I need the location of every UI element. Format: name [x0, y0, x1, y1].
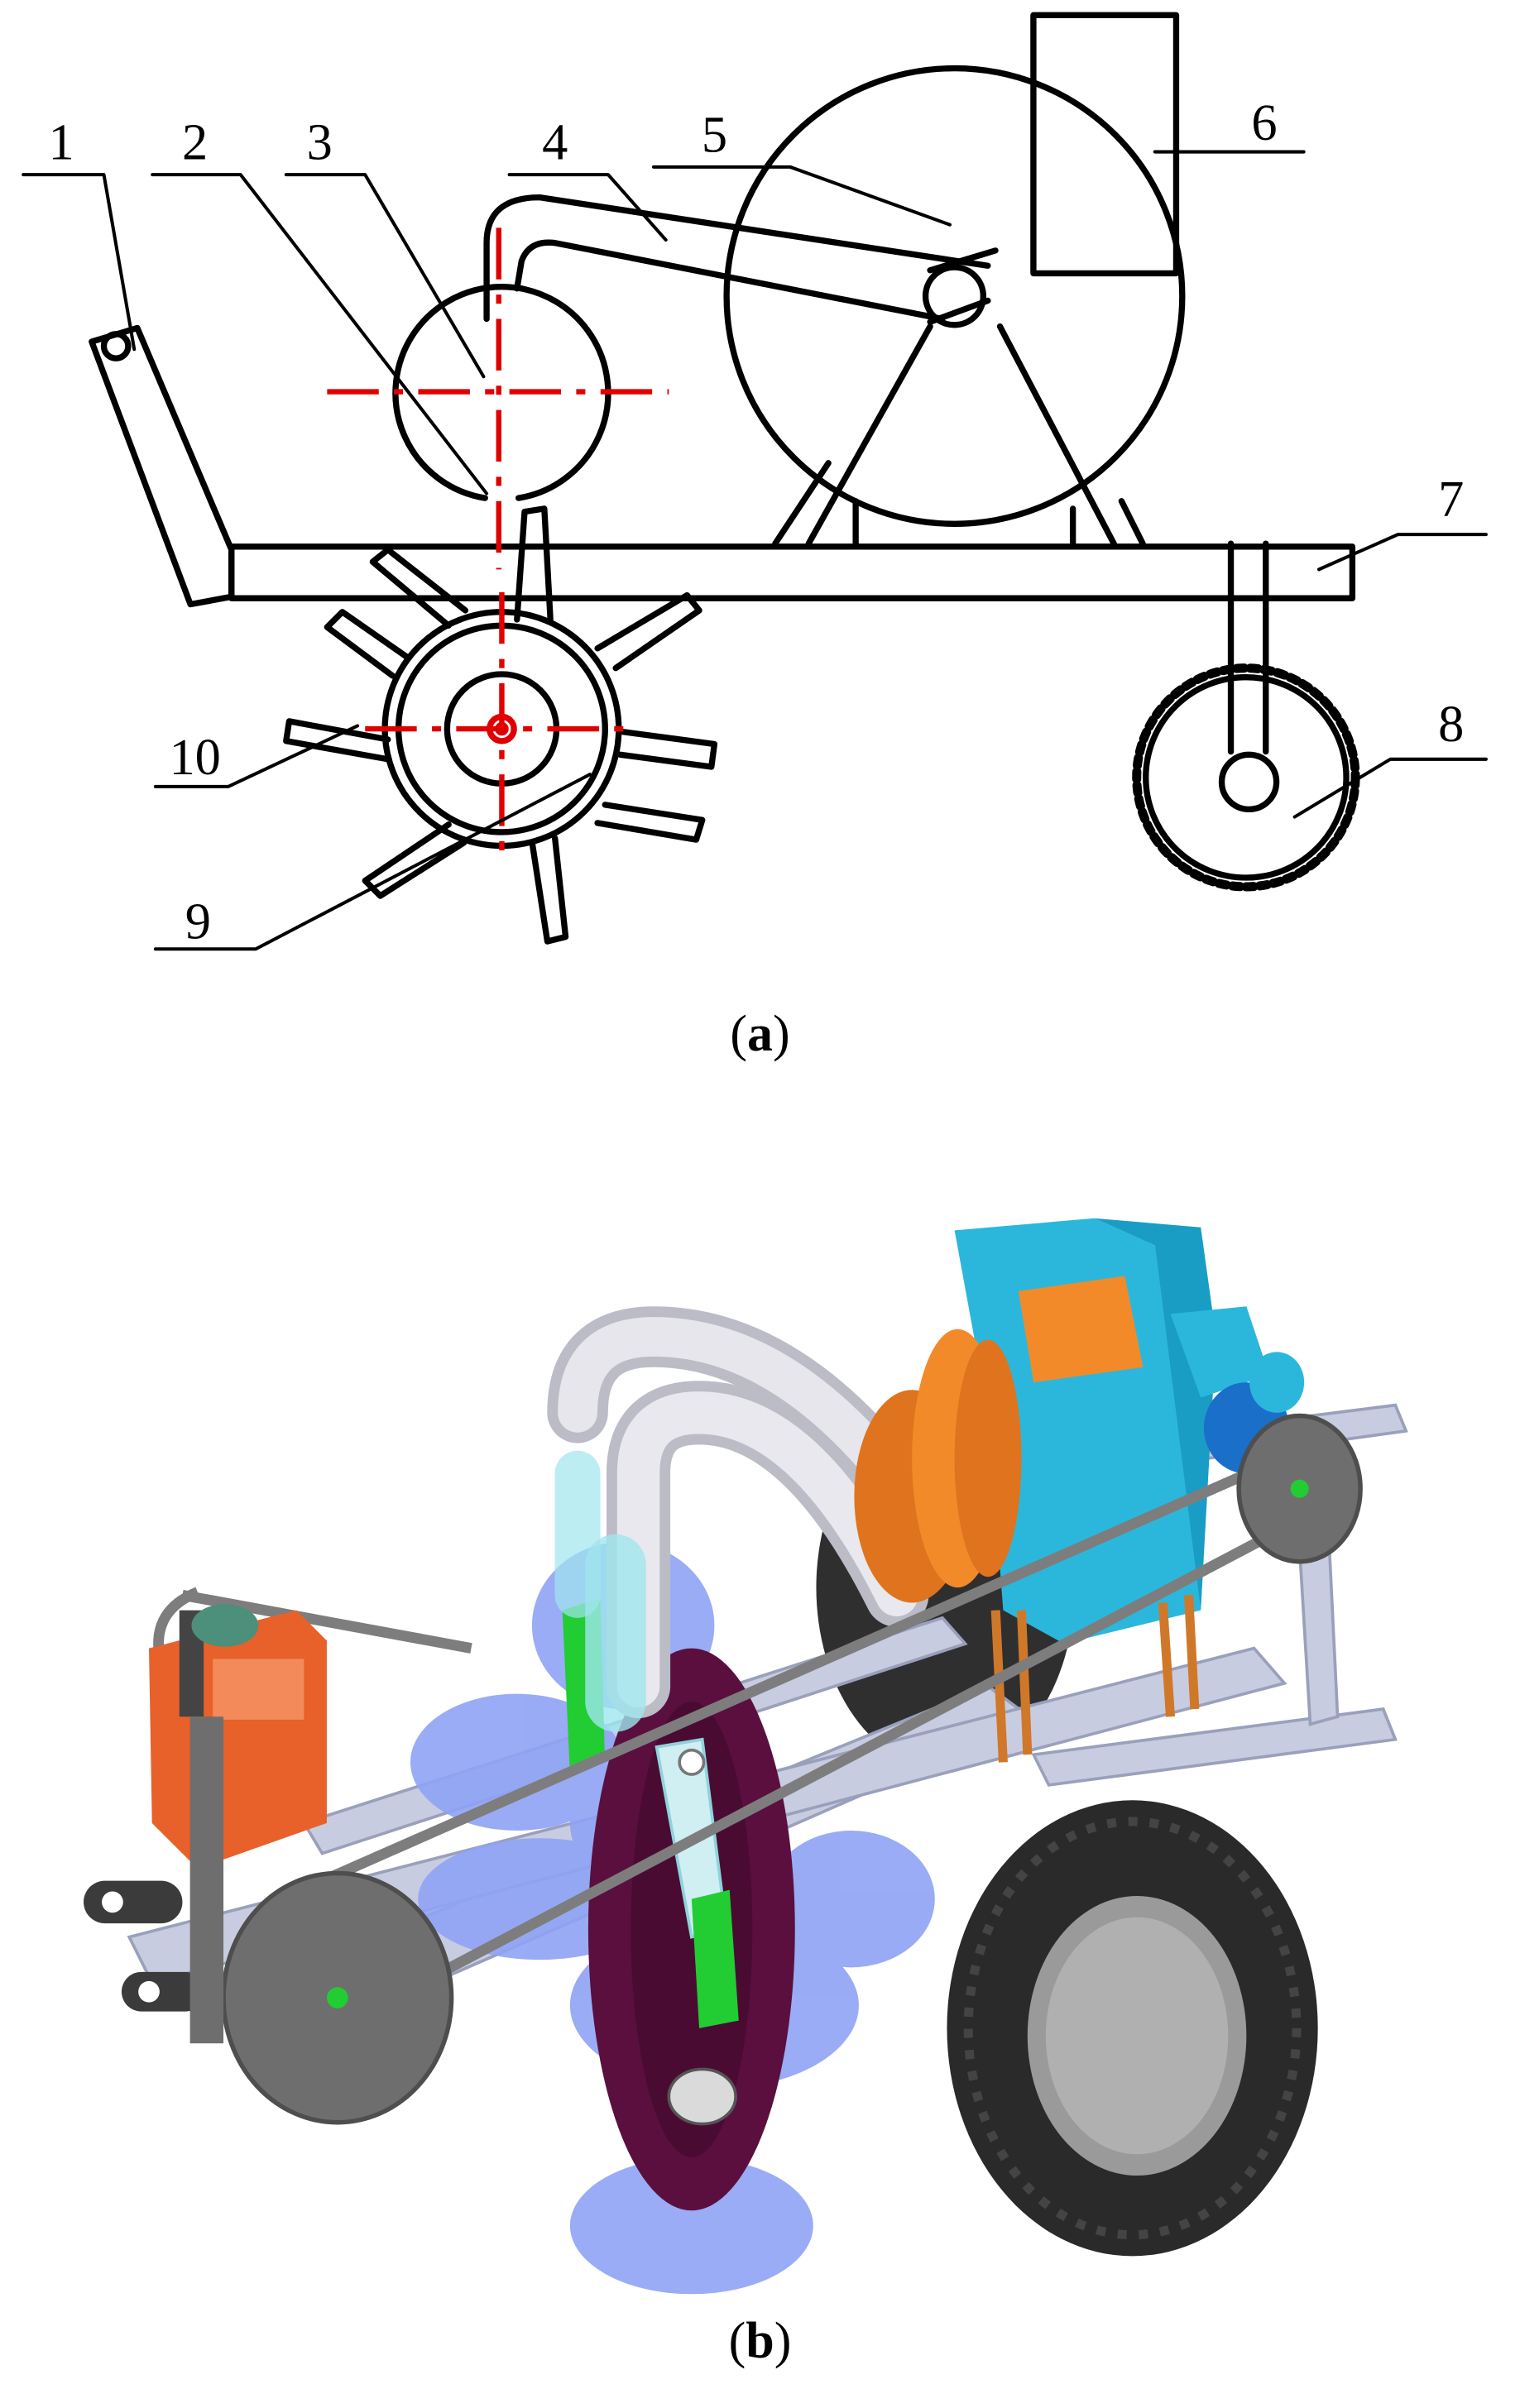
caption-a-text: (a)	[730, 1006, 790, 1062]
callout-2: 2	[182, 114, 208, 171]
front-wheel	[947, 1800, 1318, 2257]
gearbox	[149, 1604, 327, 1869]
main-pulley	[189, 1716, 454, 2125]
drive-belts	[153, 1445, 1310, 2026]
schematic-drawing: 1 2 3 4 5 6 7 8 9 10	[22, 12, 1488, 951]
leader-lines	[22, 150, 1488, 951]
panel-a-schematic: 1 2 3 4 5 6 7 8 9 10 (a)	[0, 0, 1520, 1108]
caption-b-text: (b)	[728, 2313, 792, 2369]
hitch-arm	[89, 324, 235, 608]
picker-drum	[283, 505, 718, 945]
suction-chamber	[327, 227, 669, 570]
panel-b-render: (b)	[0, 1108, 1520, 2404]
upper-pulley	[1236, 1413, 1363, 1564]
blower-pulley	[854, 1328, 1022, 1603]
callout-5: 5	[702, 107, 727, 164]
caption-a: (a)	[0, 1005, 1520, 1064]
callout-labels: 1 2 3 4 5 6 7 8 9 10	[49, 94, 1465, 950]
callout-7: 7	[1438, 471, 1464, 528]
frame-beam	[228, 543, 1356, 601]
caption-b: (b)	[0, 2312, 1520, 2371]
callout-1: 1	[49, 114, 74, 171]
callout-6: 6	[1251, 94, 1277, 151]
callout-4: 4	[542, 114, 568, 171]
blower-rods	[990, 1594, 1200, 1763]
fan-housing	[723, 12, 1186, 527]
callout-10: 10	[169, 729, 220, 786]
caption-letter: b	[746, 2313, 774, 2369]
depth-wheel	[1132, 540, 1360, 892]
callout-9: 9	[185, 893, 211, 950]
caption-letter: a	[747, 1006, 773, 1062]
callout-3: 3	[307, 114, 333, 171]
callout-8: 8	[1438, 696, 1464, 753]
air-pipe	[483, 194, 999, 325]
render-drawing	[84, 1218, 1408, 2295]
air-duct	[547, 1306, 942, 1732]
fan-support	[772, 323, 1146, 547]
blower-housing	[954, 1218, 1305, 1644]
hitch-lugs	[84, 1880, 205, 2012]
